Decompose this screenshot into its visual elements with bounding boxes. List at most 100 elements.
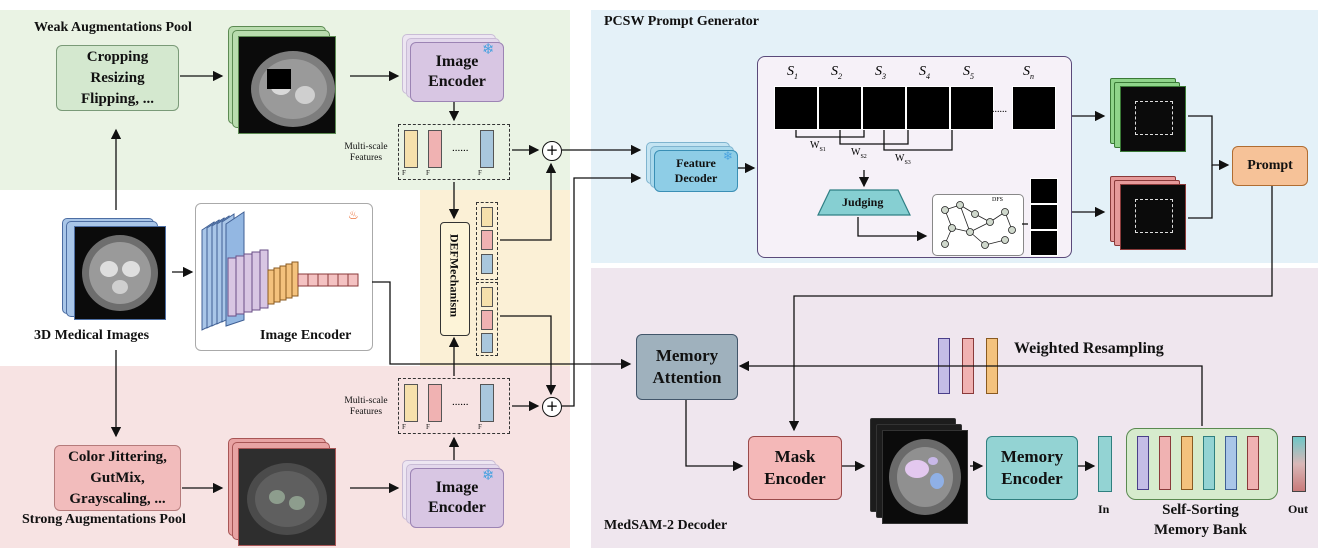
multiscale-features-bottom xyxy=(398,378,510,434)
memory-attention-line2: Attention xyxy=(652,368,722,387)
slice-thumbnail xyxy=(906,86,950,130)
memory-bank-label: Self-Sorting Memory Bank xyxy=(1154,500,1247,540)
slice-label-letter: S xyxy=(1023,64,1030,79)
def-features-top xyxy=(476,202,498,280)
multiscale-top-line2: Features xyxy=(349,153,383,163)
dfs-label: DFS xyxy=(992,197,1004,203)
medical-images-label: 3D Medical Images xyxy=(34,328,150,343)
feature-decoder-line1: Feature xyxy=(676,156,716,170)
resampling-bar xyxy=(938,338,950,394)
slice-thumbnail xyxy=(862,86,906,130)
slice-thumbnail xyxy=(950,86,994,130)
dfs-graph-box xyxy=(932,194,1024,256)
weak-augmented-image-stack xyxy=(228,26,338,134)
memory-bank-line1: Self-Sorting xyxy=(1162,502,1239,518)
weak-aug-line3: Flipping, ... xyxy=(81,90,154,107)
slice-label: S3 xyxy=(875,64,886,81)
slice-label-subscript: 5 xyxy=(970,71,974,81)
slice-label: S4 xyxy=(919,64,930,81)
selected-slice xyxy=(1030,204,1058,230)
feature-bar-f2 xyxy=(428,384,442,422)
prompt-bbox xyxy=(1135,101,1173,135)
in-label: In xyxy=(1098,502,1110,516)
feature-label-f3: F xyxy=(478,169,482,177)
def-bar xyxy=(481,333,493,353)
memory-bank-bar xyxy=(1225,436,1237,490)
memory-bank-line2: Memory Bank xyxy=(1154,522,1247,538)
feature-bar-f1 xyxy=(404,130,418,168)
feature-label-f1: F xyxy=(402,169,406,177)
image-encoder-top: Image Encoder xyxy=(410,42,504,102)
weight-label-letter: W xyxy=(810,140,820,151)
multiscale-bottom-line2: Features xyxy=(349,407,383,417)
weak-ct-image xyxy=(238,36,336,134)
slice-label-subscript: 4 xyxy=(926,71,930,81)
feature-bar-f2 xyxy=(428,130,442,168)
circle-plus-icon: + xyxy=(542,141,562,161)
prompt-label: Prompt xyxy=(1247,158,1293,173)
multiscale-features-top xyxy=(398,124,510,180)
slice-label-subscript: 1 xyxy=(794,71,798,81)
feature-label-f2: F xyxy=(426,423,430,431)
slice-label: Sn xyxy=(1023,64,1034,81)
weight-label: WS3 xyxy=(895,153,911,166)
mask-encoder-line2: Encoder xyxy=(764,469,826,488)
ct-slice-graphic xyxy=(251,51,335,127)
multiscale-bottom-line1: Multi-scale xyxy=(344,396,388,406)
slice-label-subscript: 2 xyxy=(838,71,842,81)
image-encoder-bottom-line2: Encoder xyxy=(428,499,486,516)
memory-bank-bar xyxy=(1247,436,1259,490)
mask-encoder: Mask Encoder xyxy=(748,436,842,500)
strong-augmented-image-stack xyxy=(228,438,338,546)
strong-augmentations-box: Color Jittering, GutMix, Grayscaling, ..… xyxy=(54,445,181,511)
strong-aug-line2: GutMix, xyxy=(90,469,145,486)
memory-bank-bar xyxy=(1181,436,1193,490)
snowflake-icon: ❄ xyxy=(723,149,734,163)
weak-aug-line2: Resizing xyxy=(90,69,145,86)
weight-label: WS2 xyxy=(851,147,867,160)
strong-pool-title: Strong Augmentations Pool xyxy=(22,512,186,527)
out-label: Out xyxy=(1288,502,1309,516)
slice-thumbnail xyxy=(1012,86,1056,130)
slice-label: S1 xyxy=(787,64,798,81)
flame-icon: ♨ xyxy=(348,208,359,222)
ct-slice-graphic xyxy=(82,235,158,311)
slice-label-letter: S xyxy=(963,64,970,79)
image-encoder-top-line1: Image xyxy=(435,53,479,70)
weight-label-subscript: S3 xyxy=(904,160,911,166)
feature-bar-f3 xyxy=(480,384,494,422)
weight-label: WS1 xyxy=(810,140,826,153)
slice-thumbnail xyxy=(774,86,818,130)
ct-slice-graphic xyxy=(889,439,961,515)
memory-bank-bar xyxy=(1137,436,1149,490)
slice-label-subscript: 3 xyxy=(882,71,886,81)
memory-encoder-line1: Memory xyxy=(1000,447,1064,466)
def-bar xyxy=(481,207,493,227)
slice-label-letter: S xyxy=(919,64,926,79)
ct-slice-graphic xyxy=(247,463,327,535)
def-bar xyxy=(481,254,493,274)
dots: ...... xyxy=(992,104,1007,115)
slice-label-subscript: n xyxy=(1030,71,1034,81)
feature-bar-f3 xyxy=(480,130,494,168)
memory-bank-bar xyxy=(1159,436,1171,490)
multiscale-label-top: Multi-scale Features xyxy=(336,142,396,164)
memory-attention-line1: Memory xyxy=(655,346,719,365)
medical-images-stack xyxy=(62,218,170,322)
memory-attention: Memory Attention xyxy=(636,334,738,400)
feature-decoder: Feature Decoder xyxy=(654,150,738,192)
slice-label: S5 xyxy=(963,64,974,81)
slice-label-letter: S xyxy=(875,64,882,79)
multiscale-top-line1: Multi-scale xyxy=(344,142,388,152)
multiscale-label-bottom: Multi-scale Features xyxy=(336,396,396,418)
resampling-bar xyxy=(962,338,974,394)
slice-label-letter: S xyxy=(787,64,794,79)
selected-slice xyxy=(1030,230,1058,256)
medical-ct-image xyxy=(74,226,166,320)
mask-encoder-line1: Mask xyxy=(774,447,816,466)
slice-label-letter: S xyxy=(831,64,838,79)
prompt-image-green xyxy=(1120,86,1186,152)
feature-decoder-line2: Decoder xyxy=(674,171,718,185)
judging-label: Judging xyxy=(842,195,884,209)
